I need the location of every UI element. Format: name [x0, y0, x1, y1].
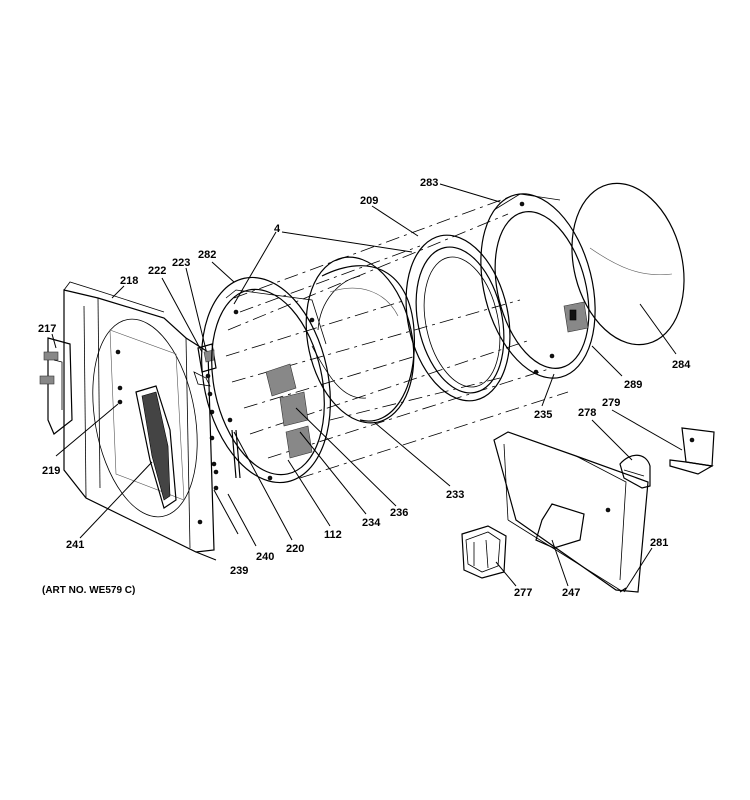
label-282: 282: [198, 249, 216, 261]
label-284: 284: [672, 359, 691, 371]
label-240: 240: [256, 551, 274, 563]
label-247: 247: [562, 587, 580, 599]
filter-cap: [619, 454, 651, 489]
label-222: 222: [148, 265, 166, 277]
label-219: 219: [42, 465, 60, 477]
label-218: 218: [120, 275, 138, 287]
label-239: 239: [230, 565, 248, 577]
label-220: 220: [286, 543, 304, 555]
screw-281: [619, 587, 627, 593]
door-outer-frame: [480, 193, 596, 379]
label-209: 209: [360, 195, 378, 207]
label-4: 4: [274, 223, 281, 235]
lower-front-panel: [493, 431, 649, 593]
pump-filter-housing: [461, 525, 507, 579]
label-289: 289: [624, 379, 642, 391]
door-switch-part: [39, 337, 73, 435]
label-223: 223: [172, 257, 190, 269]
callout-labels: 217 218 219 222 223 282 4 209 283 284 28…: [38, 177, 691, 599]
label-241: 241: [66, 539, 84, 551]
door-outer-glass: [571, 182, 685, 346]
hinge-pin: [231, 429, 241, 479]
art-number: (ART NO. WE579 C): [42, 585, 135, 596]
label-277: 277: [514, 587, 532, 599]
label-217: 217: [38, 323, 56, 335]
label-279: 279: [602, 397, 620, 409]
door-glass-bowl: [305, 256, 415, 424]
leader-lines: [51, 183, 683, 593]
label-283: 283: [420, 177, 438, 189]
label-281: 281: [650, 537, 668, 549]
label-233: 233: [446, 489, 464, 501]
front-panel: [63, 281, 219, 553]
door-inner-frame: [201, 276, 331, 484]
label-234: 234: [362, 517, 381, 529]
label-236: 236: [390, 507, 408, 519]
door-gasket: [405, 234, 511, 402]
alignment-lines: [225, 195, 569, 479]
access-cover: [669, 427, 715, 475]
label-278: 278: [578, 407, 596, 419]
door-handle-part: [135, 385, 177, 509]
label-235: 235: [534, 409, 552, 421]
label-112: 112: [324, 529, 342, 541]
